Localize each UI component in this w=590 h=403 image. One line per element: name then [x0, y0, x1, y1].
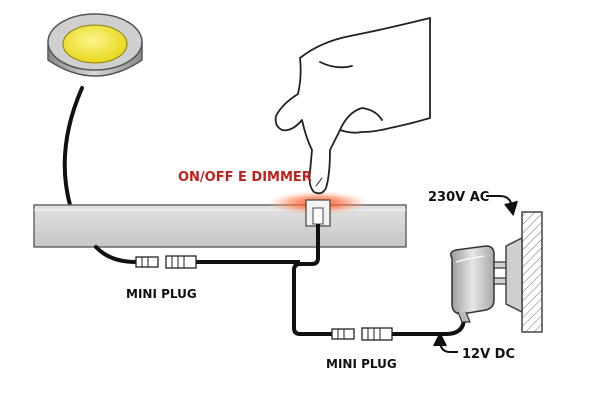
- mini-plug-bottom-icon: [331, 327, 393, 341]
- touch-switch-icon: [305, 199, 331, 227]
- switch-cable: [292, 224, 332, 336]
- led-lamp-icon: [47, 13, 143, 77]
- wall-outlet-icon: [505, 211, 543, 333]
- hand-pointer-icon: [274, 17, 431, 195]
- mains-voltage-label: 230V AC: [428, 190, 489, 205]
- mini-plug-bottom-label: MINI PLUG: [326, 357, 397, 371]
- dc-voltage-label: 12V DC: [462, 347, 515, 362]
- dc-arrow-icon: [433, 331, 458, 353]
- lamp-to-plug-cable: [94, 245, 138, 264]
- power-adapter-icon: [449, 245, 509, 323]
- switch-label: ON/OFF E DIMMER: [178, 170, 312, 185]
- lamp-cable: [62, 86, 84, 207]
- mini-plug-left-icon: [135, 255, 197, 269]
- dc-cable: [392, 312, 466, 336]
- mini-plug-left-label: MINI PLUG: [126, 287, 197, 301]
- mains-arrow-icon: [486, 195, 518, 217]
